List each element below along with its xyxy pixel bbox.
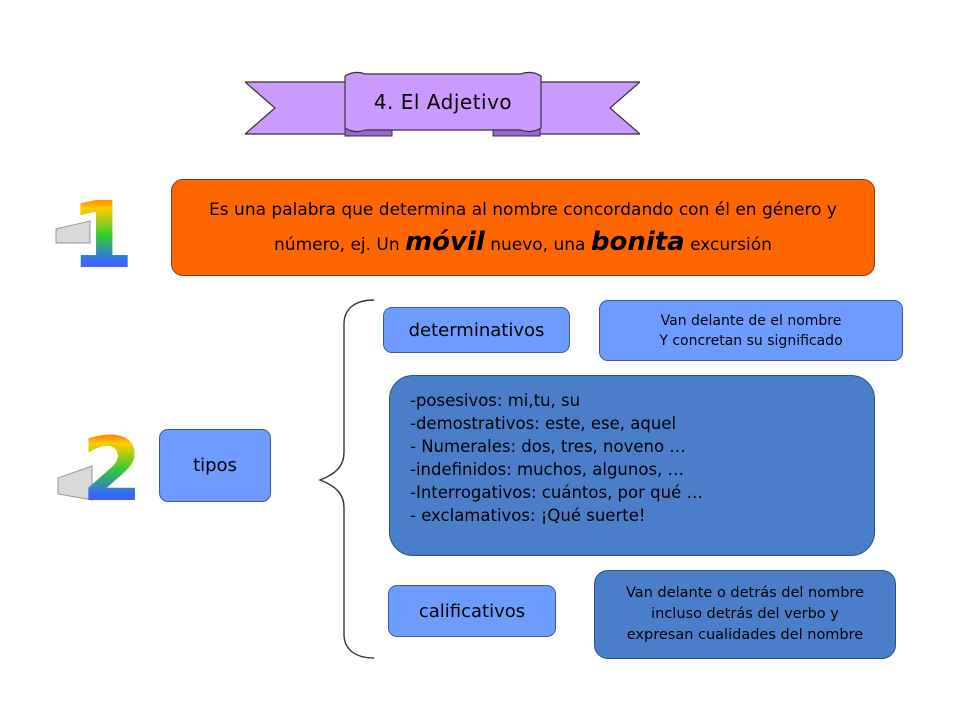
definition-text-after: excursión: [684, 235, 772, 255]
list-item: -indefinidos: muchos, algunos, …: [410, 460, 685, 479]
list-item: -demostrativos: este, ese, aquel: [410, 414, 677, 433]
calificativos-node: calificativos: [388, 585, 556, 637]
determinativos-note-line: Van delante de el nombre: [660, 312, 842, 329]
list-item: - exclamativos: ¡Qué suerte!: [410, 506, 646, 525]
calificativos-note-line: expresan cualidades del nombre: [626, 627, 864, 643]
list-item: -posesivos: mi,tu, su: [410, 391, 581, 410]
determinativos-list: -posesivos: mi,tu, su -demostrativos: es…: [389, 375, 875, 556]
calificativos-note: Van delante o detrás del nombre incluso …: [594, 570, 896, 659]
list-item: -Interrogativos: cuántos, por qué …: [410, 483, 703, 502]
title-ribbon: [245, 71, 640, 137]
definition-example-word-1: móvil: [405, 227, 485, 257]
section-number-2: 2: [57, 418, 143, 521]
definition-box: Es una palabra que determina al nombre c…: [171, 179, 875, 276]
tipos-label: tipos: [193, 455, 237, 476]
calificativos-label: calificativos: [418, 600, 526, 622]
section-number-2-text: 2: [81, 418, 142, 521]
determinativos-note-line: Y concretan su significado: [659, 332, 843, 349]
determinativos-node: determinativos: [383, 307, 570, 353]
definition-text-before: Es una palabra que determina al nombre c…: [209, 200, 837, 255]
curly-brace: [318, 299, 375, 659]
determinativos-note: Van delante de el nombre Y concretan su …: [599, 300, 903, 361]
tipos-node: tipos: [159, 429, 271, 502]
definition-text-middle: nuevo, una: [484, 235, 591, 255]
page-title: 4. El Adjetivo: [373, 90, 513, 114]
determinativos-label: determinativos: [408, 319, 545, 341]
calificativos-note-line: incluso detrás del verbo y: [651, 606, 839, 622]
calificativos-note-line: Van delante o detrás del nombre: [626, 585, 864, 601]
list-item: - Numerales: dos, tres, noveno …: [410, 437, 686, 456]
definition-example-word-2: bonita: [590, 227, 685, 257]
section-number-1: 1: [55, 182, 134, 289]
